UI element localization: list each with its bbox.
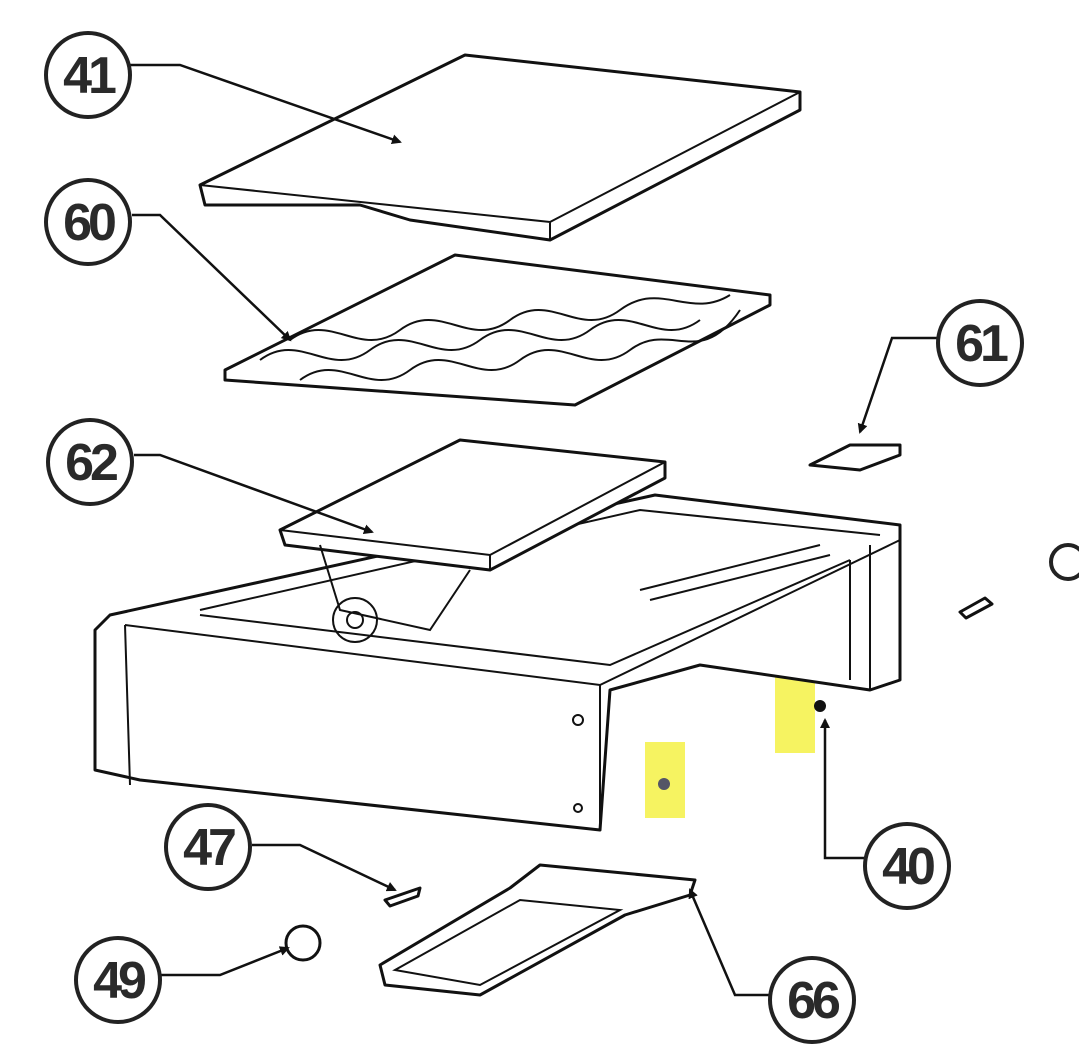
callout-label: 66 [787, 972, 840, 1030]
burner-part [278, 438, 667, 632]
leader-line-62 [134, 453, 374, 534]
callout-47: 47 [164, 803, 252, 891]
screw-part [658, 778, 670, 790]
leader-line-60 [132, 213, 292, 342]
callout-66: 66 [768, 956, 856, 1044]
partial-callout-circle [1049, 543, 1079, 581]
callout-41: 41 [44, 31, 132, 119]
callout-label: 40 [882, 838, 934, 896]
screw-part [958, 596, 994, 620]
callout-label: 41 [63, 47, 116, 105]
callout-49: 49 [74, 936, 162, 1024]
leader-line-66 [688, 888, 770, 997]
bracket-part [808, 443, 902, 472]
leader-line-40 [820, 718, 865, 860]
callout-label: 60 [63, 194, 115, 252]
leader-line-61 [857, 336, 938, 434]
knob-part [284, 924, 322, 962]
leader-line-41 [130, 63, 402, 145]
callout-label: 49 [93, 952, 145, 1010]
callout-61: 61 [936, 299, 1024, 387]
callout-label: 47 [183, 819, 235, 877]
screw-part [383, 886, 422, 908]
cooking-grate-part [223, 253, 772, 407]
leader-line-47 [252, 843, 397, 892]
callout-40: 40 [863, 822, 951, 910]
callout-label: 61 [955, 315, 1008, 373]
leader-line-49 [160, 946, 290, 977]
screw-part [814, 700, 826, 712]
highlight-marker [775, 675, 815, 753]
lid-part [198, 53, 802, 242]
callout-60: 60 [44, 178, 132, 266]
grease-tray-part [378, 863, 697, 997]
callout-label: 62 [65, 434, 117, 492]
callout-62: 62 [46, 418, 134, 506]
